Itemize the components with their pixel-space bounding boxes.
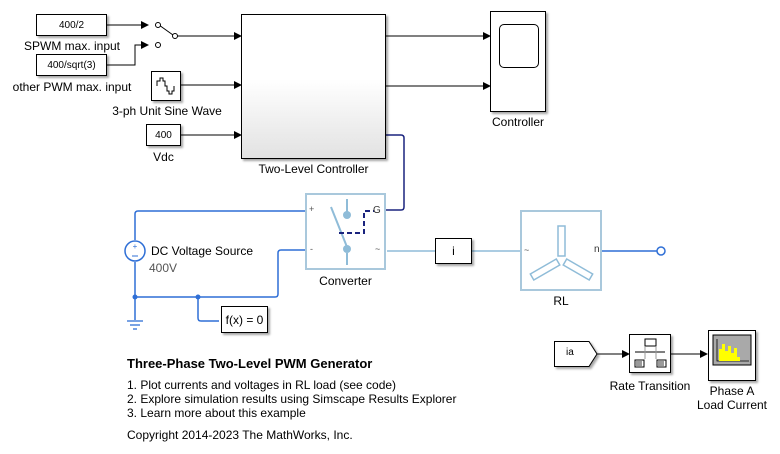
wire-controller-to-gate bbox=[384, 134, 405, 211]
annotation-link-learn-more[interactable]: 3. Learn more about this example bbox=[127, 406, 306, 420]
converter-port-minus: - bbox=[310, 244, 313, 254]
model-title: Three-Phase Two-Level PWM Generator bbox=[127, 356, 373, 371]
wire-dc-plus bbox=[134, 210, 307, 240]
two-level-controller-subsystem[interactable] bbox=[241, 14, 386, 159]
three-phase-sine-wave-block[interactable] bbox=[151, 71, 181, 101]
junction-dot bbox=[195, 294, 201, 300]
controller-scope[interactable] bbox=[490, 11, 546, 112]
controller-subsystem-label: Two-Level Controller bbox=[258, 162, 369, 176]
converter-port-gate: G bbox=[373, 205, 381, 216]
dc-source-label: DC Voltage Source bbox=[151, 244, 254, 258]
converter-block[interactable]: + - G ~ bbox=[305, 193, 386, 270]
solver-label: f(x) = 0 bbox=[225, 312, 264, 327]
rate-transition-icon bbox=[634, 338, 667, 368]
current-sensor-block[interactable]: i bbox=[435, 238, 472, 264]
vdc-constant[interactable]: 400 bbox=[146, 124, 181, 146]
signal-lines bbox=[107, 21, 708, 358]
from-tag-ia-label: ia bbox=[566, 347, 574, 358]
connection-port-terminal[interactable] bbox=[656, 246, 666, 256]
other-pwm-max-input-constant[interactable]: 400/sqrt(3) bbox=[36, 54, 107, 76]
other-constant-label: other PWM max. input bbox=[12, 80, 132, 94]
spwm-constant-label: SPWM max. input bbox=[23, 39, 121, 53]
junction-dot bbox=[132, 294, 138, 300]
current-sensor-label: i bbox=[452, 244, 455, 258]
star-connected-load-icon bbox=[529, 225, 594, 282]
spwm-max-input-constant[interactable]: 400/2 bbox=[36, 14, 107, 36]
solver-configuration-block[interactable]: f(x) = 0 bbox=[221, 306, 268, 333]
svg-text:+: + bbox=[133, 242, 138, 251]
converter-label: Converter bbox=[319, 274, 372, 288]
wire-other-to-switch bbox=[107, 41, 149, 66]
phase-a-scope-label-1: Phase A bbox=[709, 384, 755, 398]
annotation-link-plot-currents[interactable]: 1. Plot currents and voltages in RL load… bbox=[127, 378, 397, 392]
converter-switch-icon bbox=[330, 199, 374, 265]
from-tag-ia[interactable] bbox=[554, 341, 600, 367]
rl-load-label: RL bbox=[553, 294, 569, 308]
rate-transition-label: Rate Transition bbox=[609, 379, 691, 393]
phase-a-load-current-scope[interactable] bbox=[708, 330, 756, 381]
rl-load-block[interactable]: ~ n bbox=[520, 210, 602, 291]
manual-switch[interactable] bbox=[155, 22, 178, 48]
wire-solver bbox=[197, 297, 219, 322]
rl-port-ac: ~ bbox=[524, 245, 530, 255]
other-constant-value: 400/sqrt(3) bbox=[47, 59, 96, 71]
scope-screen-icon bbox=[499, 24, 539, 68]
annotation-link-explore-results[interactable]: 2. Explore simulation results using Sims… bbox=[127, 392, 457, 406]
physical-lines bbox=[134, 210, 657, 322]
manual-switch-blade bbox=[158, 24, 174, 36]
electrical-reference-icon[interactable] bbox=[127, 320, 143, 330]
phase-a-scope-label-2: Load Current bbox=[696, 398, 768, 412]
sine-wave-label: 3-ph Unit Sine Wave bbox=[112, 104, 222, 118]
vdc-value: 400 bbox=[155, 129, 172, 141]
rate-transition-block[interactable] bbox=[629, 334, 671, 373]
copyright-text: Copyright 2014-2023 The MathWorks, Inc. bbox=[127, 428, 353, 442]
spwm-constant-value: 400/2 bbox=[58, 19, 85, 31]
rl-port-neutral: n bbox=[594, 244, 600, 255]
converter-port-ac: ~ bbox=[375, 244, 381, 254]
dc-voltage-source-icon[interactable]: + bbox=[124, 240, 146, 262]
dc-source-value: 400V bbox=[149, 261, 178, 275]
wire-ground-bus bbox=[135, 249, 307, 298]
converter-port-plus: + bbox=[309, 204, 315, 214]
scope-display-icon bbox=[712, 334, 752, 366]
vdc-label: Vdc bbox=[153, 150, 174, 164]
controller-scope-label: Controller bbox=[491, 115, 545, 129]
sine-wave-icon bbox=[156, 77, 175, 95]
